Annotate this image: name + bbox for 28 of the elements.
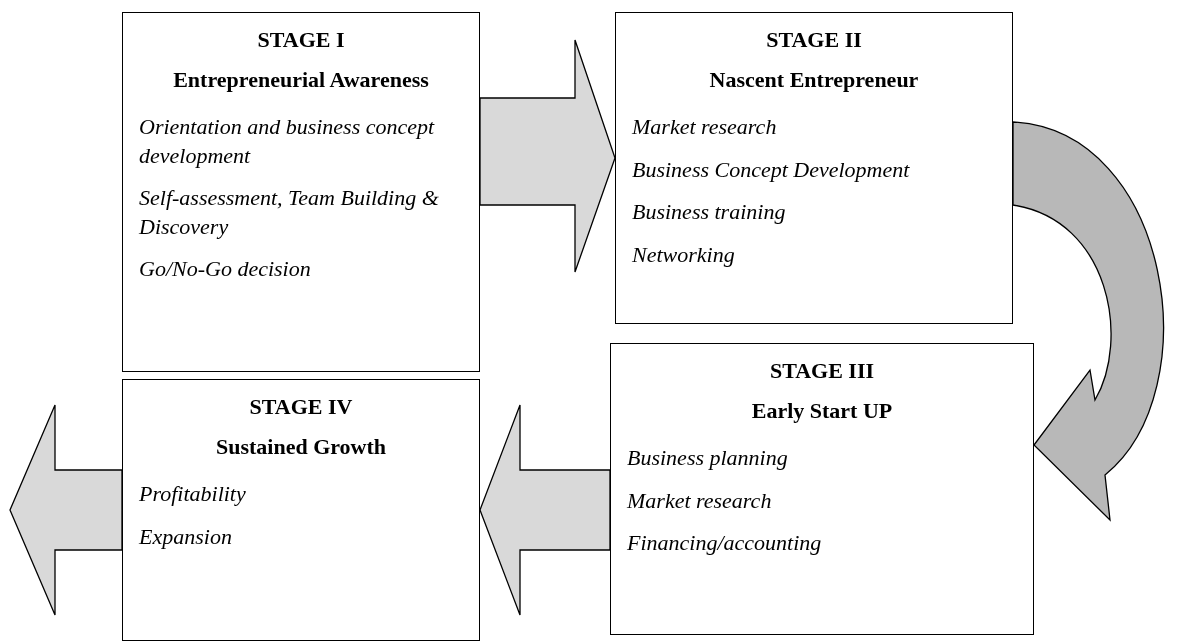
block-arrow [479,39,616,273]
activity-text: Orientation and business concept development [139,113,436,170]
activity-text: Self-assessment, Team Building & Discovery [139,184,440,241]
activity-text: Market research [627,486,773,515]
block-arrow [9,404,123,616]
stage-box [122,379,480,641]
stage-number: STAGE I [256,27,346,53]
activity-text: Business Concept Development [632,155,911,184]
stage-number: STAGE III [768,358,876,384]
block-arrow [1012,121,1164,521]
activity-text: Go/No-Go decision [139,255,312,284]
stage-title: Early Start UP [750,398,894,424]
stage-title: Entrepreneurial Awareness [172,67,430,93]
stage-title: Nascent Entrepreneur [708,67,920,93]
activity-text: Business planning [627,444,789,472]
stage-number: STAGE IV [248,394,354,420]
stage-title: Sustained Growth [214,434,388,460]
activity-text: Networking [632,240,736,269]
stage-box [615,12,1013,324]
stage-box [610,343,1034,635]
activity-text: Profitability [139,480,247,508]
activity-text: Business training [632,198,787,227]
stage-number: STAGE II [765,27,863,53]
activity-text: Expansion [139,522,233,551]
activity-text: Financing/accounting [627,529,823,558]
activity-text: Market research [632,113,778,141]
block-arrow [479,404,611,616]
stage-box [122,12,480,372]
